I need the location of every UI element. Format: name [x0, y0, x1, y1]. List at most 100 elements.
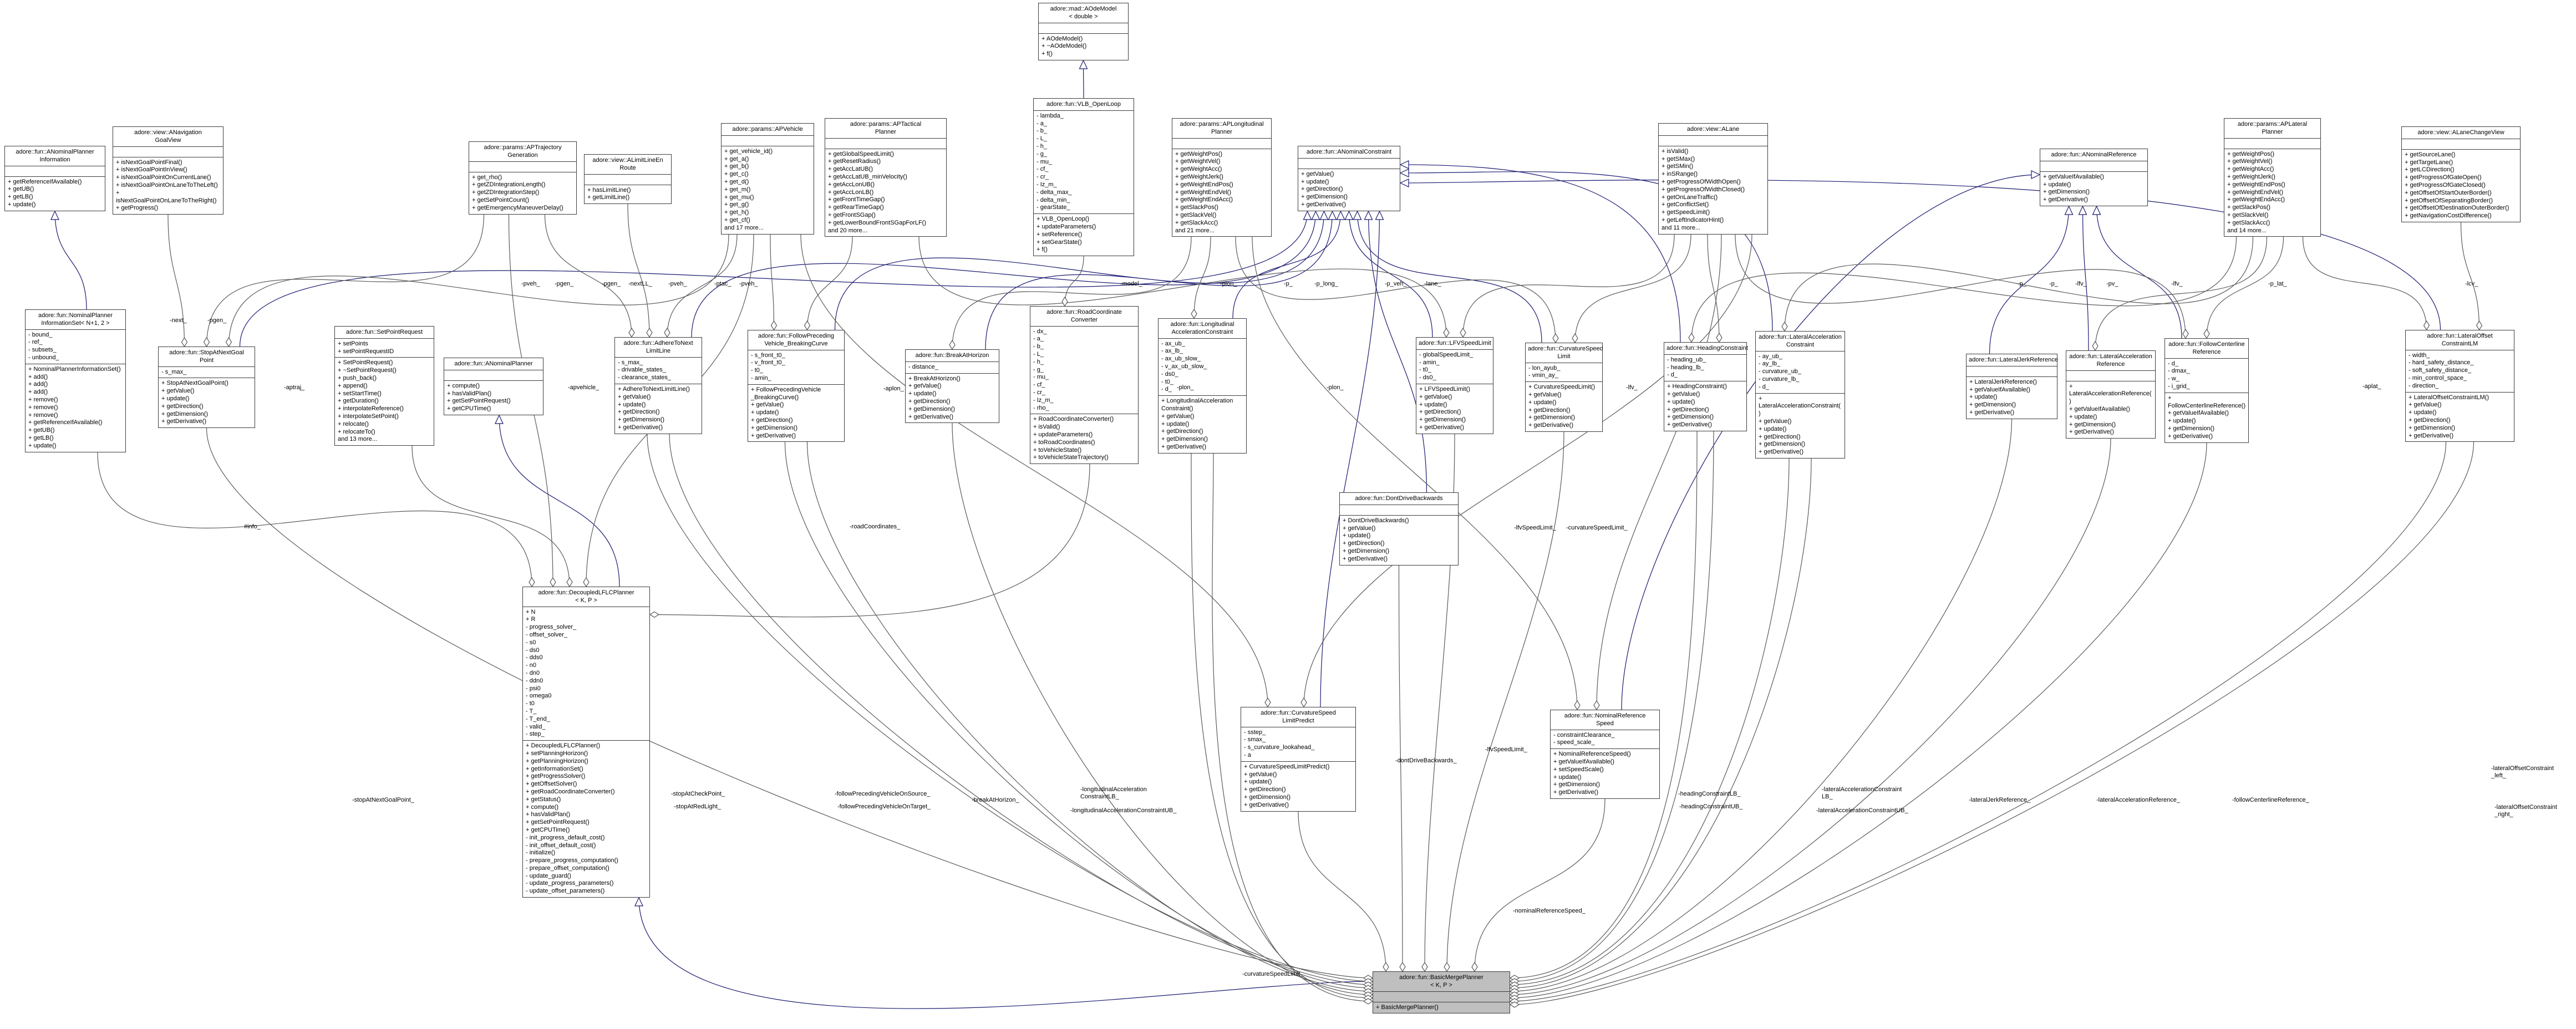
class-attributes: - lambda_- a_- b_- L_- h_- g_- mu_- cf_-…: [1034, 111, 1134, 215]
inheritance-edge: [638, 897, 1373, 1009]
member-edge: [1707, 234, 1720, 343]
class-methods: + LateralAccelerationConstraint()+ getVa…: [1759, 395, 1841, 456]
class-box-bmp[interactable]: adore::fun::BasicMergePlanner< K, P >+ B…: [1373, 971, 1510, 1014]
class-attributes: - dx_- a_- b_- L_- h_- g_- mu_- cf_- cr_…: [1030, 327, 1138, 415]
class-methods: + BasicMergePlanner(): [1376, 1003, 1439, 1011]
aggregation-diamond-icon: [566, 577, 573, 588]
class-box-anp[interactable]: adore::fun::ANominalPlanner+ compute()+ …: [444, 358, 543, 415]
aggregation-diamond-icon: [1383, 961, 1389, 972]
class-box-anc[interactable]: adore::fun::ANominalConstraint+ getValue…: [1298, 146, 1400, 211]
inheritance-edge: [834, 211, 1325, 330]
class-box-bah[interactable]: adore::fun::BreakAtHorizon- distance_+ B…: [905, 349, 999, 424]
class-attributes: + N+ R- progress_solver_- offset_solver_…: [523, 607, 649, 741]
inheritance-arrowhead-icon: [1079, 59, 1088, 69]
member-edge: [806, 236, 853, 330]
class-box-ddb[interactable]: adore::fun::DontDriveBackwards+ DontDriv…: [1339, 492, 1459, 566]
class-title: adore::params::APVehicle: [722, 124, 814, 136]
class-box-alane[interactable]: adore::view::ALane+ isValid()+ getSMax()…: [1658, 123, 1768, 235]
member-edge: [1510, 442, 2207, 999]
class-title: adore::fun::ANominalConstraint: [1298, 146, 1400, 159]
inheritance-arrowhead-icon: [1353, 210, 1362, 220]
aggregation-diamond-icon: [1460, 327, 1466, 338]
member-edge: [667, 234, 738, 338]
class-methods: + isValid()+ getSMax()+ getSMin()+ inSRa…: [1662, 147, 1745, 231]
class-box-aode[interactable]: adore::mad::AOdeModel< double >+ AOdeMod…: [1038, 3, 1129, 60]
aggregation-diamond-icon: [2423, 320, 2430, 331]
class-attributes: [444, 370, 543, 381]
inheritance-arrowhead-icon: [50, 210, 59, 220]
inheritance-arrowhead-icon: [2031, 170, 2041, 179]
class-attributes: [2066, 371, 2155, 381]
aggregation-diamond-icon: [770, 320, 778, 331]
aggregation-diamond-icon: [1264, 697, 1271, 708]
class-box-anr[interactable]: adore::fun::ANominalReference+ getValueI…: [2040, 149, 2148, 206]
class-box-lfvsl[interactable]: adore::fun::LFVSpeedLimit- globalSpeedLi…: [1416, 337, 1493, 434]
class-box-alcv[interactable]: adore::view::ALaneChangeView+ getSourceL…: [2401, 126, 2521, 222]
inheritance-edge: [1400, 164, 1681, 343]
inheritance-edge: [1356, 211, 1542, 343]
class-methods: + SetPointRequest()+ ~SetPointRequest()+…: [338, 359, 404, 443]
class-attributes: - ax_ub_- ax_lb_- ax_ub_slow_- v_ax_ub_s…: [1159, 339, 1246, 396]
class-box-apv[interactable]: adore::params::APVehicle+ get_vehicle_id…: [721, 123, 814, 235]
inheritance-edge: [1320, 211, 1380, 707]
aggregation-diamond-icon: [1509, 1001, 1520, 1008]
class-title: adore::mad::AOdeModel< double >: [1039, 3, 1128, 23]
class-attributes: [2402, 139, 2520, 150]
class-methods: + RoadCoordinateConverter()+ isValid()+ …: [1033, 416, 1114, 461]
member-edge: [1252, 236, 1578, 710]
class-attributes: - s_front_t0_- v_front_t0_- t0_- amin_: [748, 350, 844, 385]
class-attributes: - lon_ayub_- vmin_ay_: [1526, 363, 1602, 383]
inheritance-arrowhead-icon: [1311, 210, 1320, 220]
member-edge: [1510, 458, 1790, 985]
class-box-vlb[interactable]: adore::fun::VLB_OpenLoop- lambda_- a_- b…: [1033, 98, 1134, 257]
inheritance-arrowhead-icon: [1375, 210, 1384, 220]
inheritance-arrowhead-icon: [1336, 210, 1345, 220]
class-box-hc[interactable]: adore::fun::HeadingConstraint- heading_u…: [1664, 342, 1748, 431]
class-methods: + StopAtNextGoalPoint()+ getValue()+ upd…: [161, 380, 228, 425]
class-attributes: - sstep_- smax_- s_curvature_lookahead_-…: [1241, 727, 1355, 762]
class-title: adore::fun::BreakAtHorizon: [906, 350, 999, 362]
aggregation-diamond-icon: [1300, 697, 1307, 708]
member-edge: [1446, 431, 1564, 972]
class-box-dlflc[interactable]: adore::fun::DecoupledLFLCPlanner< K, P >…: [522, 587, 650, 898]
aggregation-diamond-icon: [2182, 328, 2189, 339]
class-attributes: [825, 139, 946, 149]
class-box-spr[interactable]: adore::fun::SetPointRequest+ setPoints+ …: [334, 326, 434, 446]
inheritance-edge: [1368, 211, 1427, 493]
class-methods: + DecoupledLFLCPlanner()+ setPlanningHor…: [526, 742, 618, 895]
class-title: adore::view::ALane: [1659, 124, 1767, 136]
class-attributes: [1373, 992, 1510, 1002]
member-edge: [1193, 236, 1211, 319]
class-title: adore::view::ALaneChangeView: [2402, 127, 2520, 139]
class-title: adore::fun::SetPointRequest: [335, 327, 434, 339]
aggregation-diamond-icon: [1421, 961, 1428, 972]
class-box-ljr[interactable]: adore::fun::LateralJerkReference+ Latera…: [1966, 354, 2058, 419]
class-title: adore::fun::BasicMergePlanner< K, P >: [1373, 972, 1510, 992]
member-edge: [1212, 453, 1373, 1002]
aggregation-diamond-icon: [804, 320, 811, 331]
aggregation-diamond-icon: [583, 577, 590, 588]
aggregation-diamond-icon: [181, 337, 188, 348]
